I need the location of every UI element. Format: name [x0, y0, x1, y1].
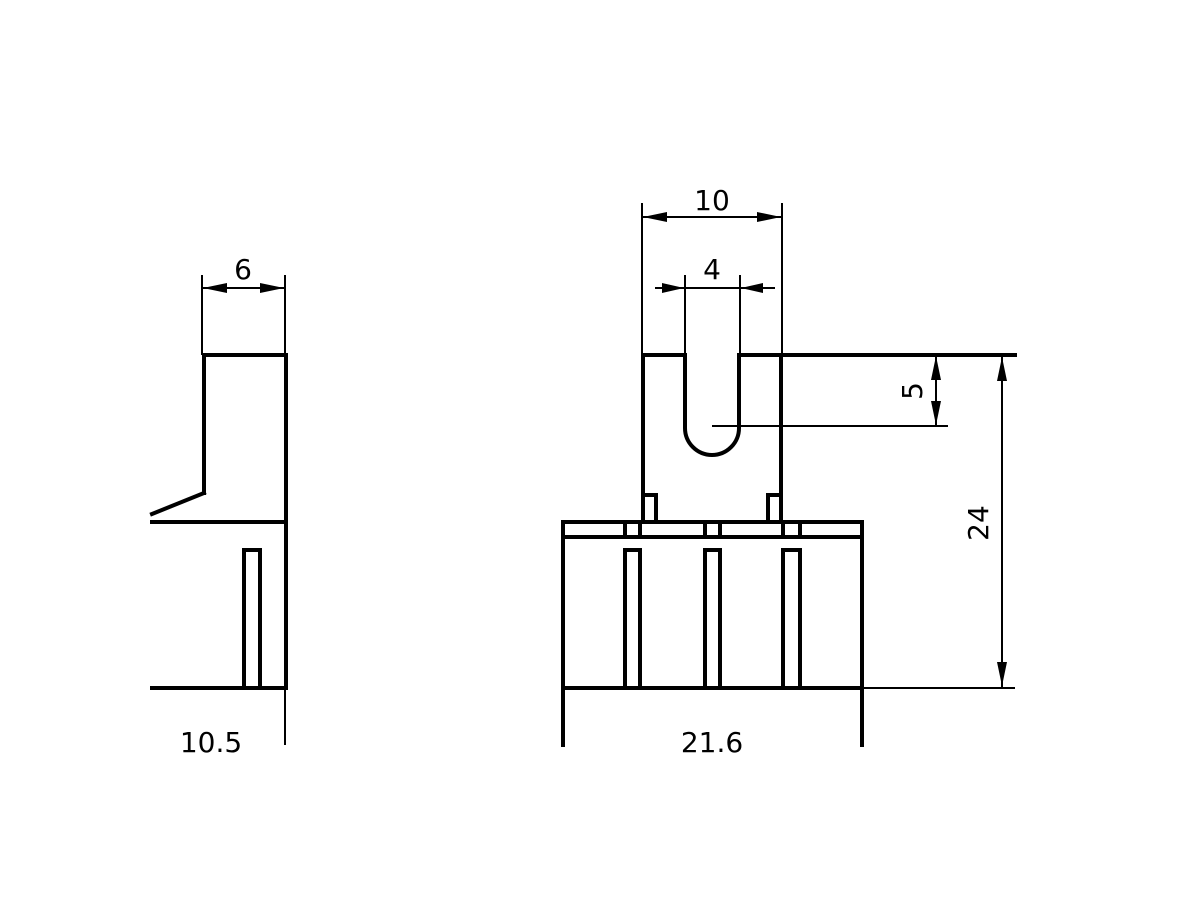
side-dim-6-label: 6	[234, 253, 252, 286]
side-view-chamfer	[149, 490, 207, 517]
side-view-slot	[242, 548, 262, 690]
front-view-slot-2	[703, 548, 722, 690]
front-dim-10-label: 10	[694, 184, 730, 217]
front-view-base	[561, 520, 864, 690]
front-view-tab-right	[766, 493, 783, 522]
front-dim-4-arrow-right	[741, 283, 763, 293]
front-dim-24-arrow-bottom	[997, 662, 1007, 686]
front-view-upper-block	[641, 353, 783, 522]
front-dim-10-arrow-right	[757, 212, 781, 222]
front-dim-24-arrow-top	[997, 357, 1007, 381]
front-dim-4-label: 4	[703, 253, 721, 286]
side-dim-6-arrow-right	[260, 283, 284, 293]
side-view: 6 10.5	[149, 253, 288, 759]
front-view-tab-left	[641, 493, 658, 522]
front-dim-5-arrow-bottom	[931, 401, 941, 425]
front-view: 21.6 10 4 5 24	[561, 184, 1017, 759]
front-view-slot-1	[623, 548, 642, 690]
front-dim-21-6-label: 21.6	[681, 726, 743, 759]
front-dim-4-arrow-left	[662, 283, 684, 293]
side-dim-6-arrow-left	[203, 283, 227, 293]
front-dim-5-arrow-top	[931, 356, 941, 380]
front-dim-24-label: 24	[962, 505, 995, 541]
front-view-slot-3	[781, 548, 802, 690]
left-margin	[0, 0, 150, 900]
front-dim-10-arrow-left	[643, 212, 667, 222]
front-dim-5-label: 5	[896, 382, 929, 400]
side-dim-10-5-label: 10.5	[180, 726, 242, 759]
